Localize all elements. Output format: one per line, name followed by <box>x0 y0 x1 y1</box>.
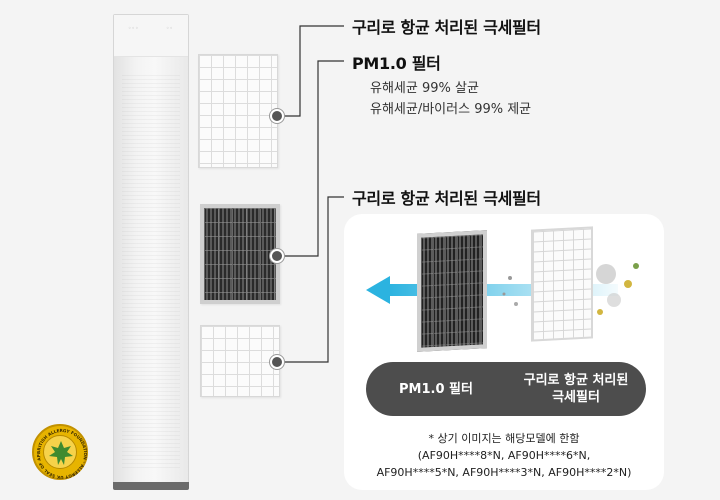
disclaimer-line-1: * 상기 이미지는 해당모델에 한함 <box>428 432 580 445</box>
top-microfilter <box>198 54 278 168</box>
disclaimer-line-3: AF90H****5*N, AF90H****3*N, AF90H****2*N… <box>376 466 632 479</box>
tower-base <box>113 482 189 490</box>
legend-pm1: PM1.0 필터 <box>366 381 506 398</box>
callout-dot-icon <box>270 355 284 369</box>
filter-legend-pill: PM1.0 필터 구리로 항균 처리된 극세필터 <box>366 362 646 416</box>
tower-top-panel: ◦◦◦ ◦◦ <box>114 15 188 57</box>
legend-microfilter: 구리로 항균 처리된 극세필터 <box>506 372 646 406</box>
callout-dot-icon <box>270 109 284 123</box>
tower-grille <box>122 75 180 469</box>
pm1-filter <box>200 204 280 304</box>
air-purifier-tower: ◦◦◦ ◦◦ <box>113 14 189 488</box>
dust-particles-icon <box>502 263 639 315</box>
leaf-icon <box>49 441 73 465</box>
model-disclaimer: * 상기 이미지는 해당모델에 한함 (AF90H****8*N, AF90H*… <box>344 430 664 481</box>
allergy-uk-badge: BRITISH ALLERGY FOUNDATION · ALLERGY UK … <box>32 424 88 480</box>
disclaimer-line-2: (AF90H****8*N, AF90H****6*N, <box>417 449 591 462</box>
legend-microfilter-line1: 구리로 항균 처리된 <box>523 373 629 388</box>
filter-illustration-card: PM1.0 필터 구리로 항균 처리된 극세필터 * 상기 이미지는 해당모델에… <box>344 214 664 490</box>
legend-pm1-label: PM1.0 필터 <box>399 381 473 397</box>
top-filter-label: 구리로 항균 처리된 극세필터 <box>352 18 541 37</box>
indicator-icon: ◦◦◦ <box>128 25 139 32</box>
callout-dot-icon <box>270 249 284 263</box>
bottom-filter-label: 구리로 항균 처리된 극세필터 <box>352 189 541 208</box>
bottom-microfilter <box>200 325 280 397</box>
indicator-icon: ◦◦ <box>166 25 174 32</box>
legend-microfilter-line2: 극세필터 <box>552 390 600 405</box>
airflow-illustration <box>344 214 664 356</box>
pm-filter-feature-1: 유해세균 99% 살균 <box>370 81 479 96</box>
pm-filter-feature-2: 유해세균/바이러스 99% 제균 <box>370 102 532 117</box>
pm-filter-title: PM1.0 필터 <box>352 54 441 73</box>
badge-center <box>43 435 77 469</box>
